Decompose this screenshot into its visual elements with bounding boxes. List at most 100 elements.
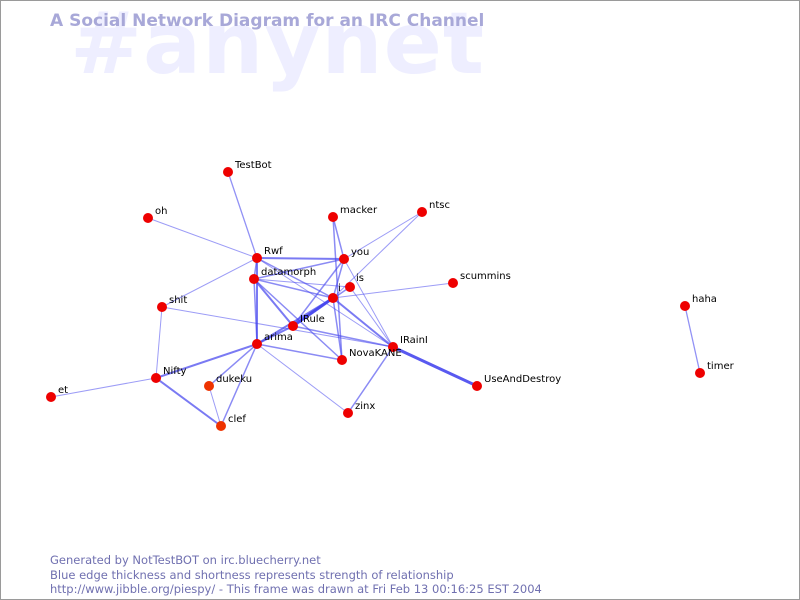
edge-dukeku-clef xyxy=(208,385,222,427)
edge-Nifty-clef xyxy=(155,377,222,427)
node-dot-i xyxy=(328,293,338,303)
edge-datamorph-is xyxy=(253,278,351,288)
node-label-et: et xyxy=(58,385,68,396)
edge-IRule-IRainI xyxy=(292,325,394,348)
node-UseAndDestroy: UseAndDestroy xyxy=(472,374,561,391)
node-label-NovaKANE: NovaKANE xyxy=(349,348,402,359)
edge-IRainI-zinx xyxy=(347,346,394,414)
edge-you-IRainI xyxy=(343,258,394,348)
footer-url-line: http://www.jibble.org/piespy/ - This fra… xyxy=(50,582,542,596)
node-NovaKANE: NovaKANE xyxy=(337,348,402,365)
edge-arima-Nifty xyxy=(155,343,258,379)
edge-is-IRainI xyxy=(349,286,394,348)
node-label-ntsc: ntsc xyxy=(429,200,450,211)
edge-i-scummins xyxy=(332,282,454,299)
edge-IRule-arima xyxy=(256,325,294,345)
footer: Generated by NotTestBOT on irc.bluecherr… xyxy=(50,553,542,597)
node-label-IRainI: IRainI xyxy=(400,335,428,346)
node-label-IRule: IRule xyxy=(300,314,325,325)
node-IRule: IRule xyxy=(288,314,325,331)
node-is: is xyxy=(345,273,364,292)
edge-datamorph-arima xyxy=(253,278,258,345)
edge-oh-Rwf xyxy=(147,217,258,259)
node-you: you xyxy=(339,247,369,264)
node-dot-is xyxy=(345,282,355,292)
node-dot-Nifty xyxy=(151,373,161,383)
node-haha: haha xyxy=(680,294,717,311)
edge-shit-Nifty xyxy=(155,306,163,379)
edge-datamorph-IRule xyxy=(253,278,294,327)
node-dukeku: dukeku xyxy=(204,374,252,391)
node-scummins: scummins xyxy=(448,271,511,288)
node-label-scummins: scummins xyxy=(460,271,511,282)
node-label-oh: oh xyxy=(155,206,167,217)
node-arima: arima xyxy=(252,332,293,349)
node-shit: shit xyxy=(157,295,187,312)
node-et: et xyxy=(46,385,68,402)
node-ntsc: ntsc xyxy=(417,200,450,217)
node-label-Nifty: Nifty xyxy=(163,366,187,377)
node-dot-you xyxy=(339,254,349,264)
edge-Nifty-et xyxy=(50,377,157,398)
node-label-dukeku: dukeku xyxy=(216,374,252,385)
node-dot-ntsc xyxy=(417,207,427,217)
edge-IRainI-UseAndDestroy xyxy=(391,345,479,388)
node-Rwf: Rwf xyxy=(252,246,283,263)
edge-arima-NovaKANE xyxy=(256,343,343,361)
footer-generated-line: Generated by NotTestBOT on irc.bluecherr… xyxy=(50,553,321,567)
node-dot-IRule xyxy=(288,321,298,331)
node-label-is: is xyxy=(356,273,364,284)
node-Nifty: Nifty xyxy=(151,366,187,383)
node-dot-IRainI xyxy=(388,342,398,352)
node-IRainI: IRainI xyxy=(388,335,428,352)
node-zinx: zinx xyxy=(343,401,375,418)
node-dot-dukeku xyxy=(204,381,214,391)
node-dot-datamorph xyxy=(249,274,259,284)
node-clef: clef xyxy=(216,414,246,431)
node-dot-oh xyxy=(143,213,153,223)
footer-legend-line: Blue edge thickness and shortness repres… xyxy=(50,567,454,582)
node-label-timer: timer xyxy=(707,361,735,372)
edge-you-datamorph xyxy=(253,258,345,280)
node-datamorph: datamorph xyxy=(249,267,316,284)
node-dot-shit xyxy=(157,302,167,312)
edge-arima-zinx xyxy=(256,343,349,414)
edge-you-i xyxy=(332,258,345,299)
edge-ntsc-you xyxy=(343,211,423,260)
node-label-shit: shit xyxy=(169,295,187,306)
edge-arima-dukeku xyxy=(208,343,258,387)
edge-Rwf-you xyxy=(256,257,345,260)
node-label-TestBot: TestBot xyxy=(234,160,272,171)
node-label-haha: haha xyxy=(692,294,717,305)
edge-you-IRule xyxy=(292,258,345,327)
edges-layer xyxy=(50,171,701,427)
node-dot-haha xyxy=(680,301,690,311)
edge-i-arima xyxy=(256,297,334,345)
edge-TestBot-Rwf xyxy=(227,171,258,259)
node-i: i xyxy=(328,283,341,303)
node-label-you: you xyxy=(351,247,369,258)
node-dot-clef xyxy=(216,421,226,431)
edge-Rwf-shit xyxy=(161,257,258,308)
node-dot-timer xyxy=(695,368,705,378)
node-macker: macker xyxy=(328,205,378,222)
node-timer: timer xyxy=(695,361,735,378)
node-dot-macker xyxy=(328,212,338,222)
node-dot-TestBot xyxy=(223,167,233,177)
node-label-macker: macker xyxy=(340,205,378,216)
node-label-UseAndDestroy: UseAndDestroy xyxy=(484,374,561,385)
edge-i-IRainI xyxy=(332,297,394,348)
node-label-i: i xyxy=(338,283,341,294)
node-label-zinx: zinx xyxy=(355,401,375,412)
edge-arima-clef xyxy=(220,343,258,427)
node-dot-zinx xyxy=(343,408,353,418)
node-dot-NovaKANE xyxy=(337,355,347,365)
node-dot-UseAndDestroy xyxy=(472,381,482,391)
node-label-arima: arima xyxy=(264,332,293,343)
node-dot-scummins xyxy=(448,278,458,288)
edge-shit-IRainI xyxy=(161,306,394,348)
